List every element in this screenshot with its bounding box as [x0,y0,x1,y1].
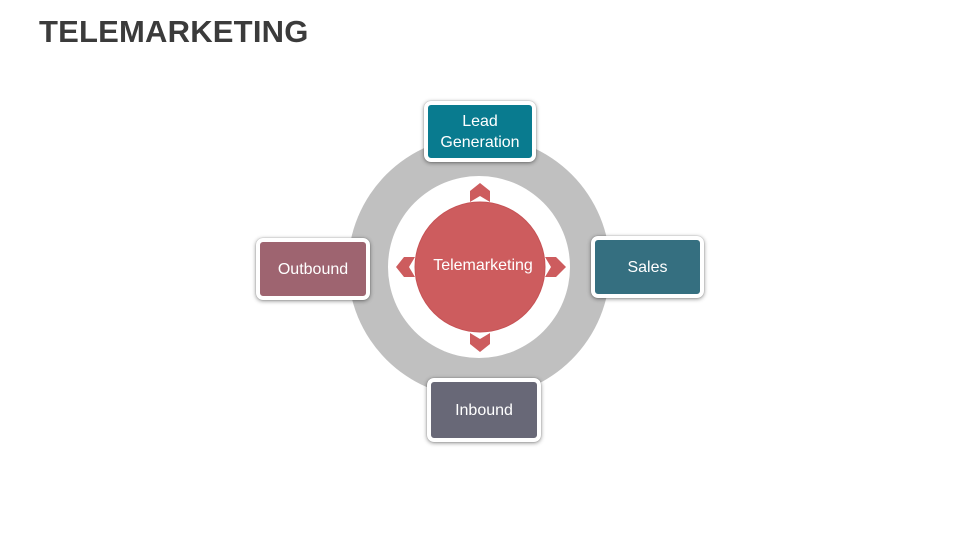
arrow-right-icon [545,257,566,277]
arrow-up-icon [470,183,490,202]
lead-generation-label-line1: Lead [462,112,498,130]
inbound-label: Inbound [455,401,513,419]
direction-arrows [396,183,566,352]
center-label: Telemarketing [433,257,533,274]
page-title: TELEMARKETING [39,14,309,49]
lead-generation-label-line2: Generation [440,133,520,151]
arrow-left-icon [396,257,415,277]
outbound-label: Outbound [277,260,349,278]
sales-label: Sales [627,258,668,276]
inbound-box: Inbound [427,378,541,442]
outbound-box: Outbound [256,238,370,300]
arrow-down-icon [470,333,490,352]
center-circle [414,201,546,333]
sales-box: Sales [591,236,704,298]
lead-generation-box: Lead Generation [424,101,536,162]
